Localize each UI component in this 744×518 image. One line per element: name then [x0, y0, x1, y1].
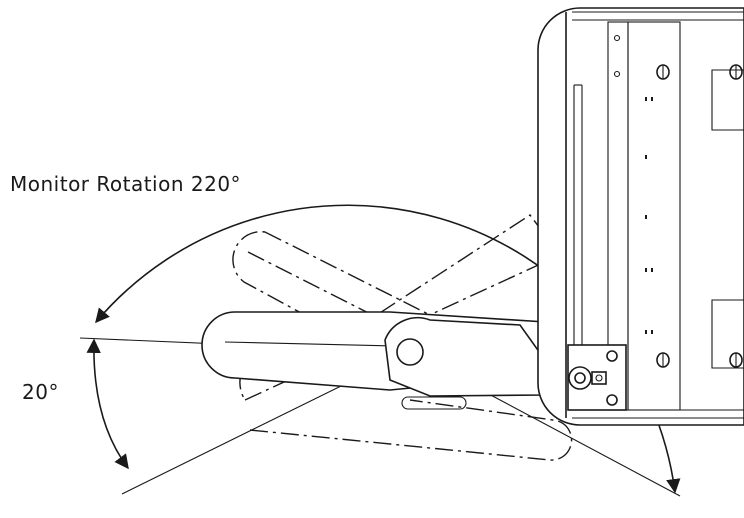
monitor-body	[537, 7, 744, 426]
clip-bottom-left	[656, 352, 670, 368]
pivot-knuckle	[384, 316, 546, 410]
clip-bottom-right	[729, 352, 743, 368]
mount-plate	[567, 344, 627, 411]
rotation-label: Monitor Rotation 220°	[10, 172, 242, 196]
slot-marks	[645, 97, 653, 334]
clip-top-right	[729, 64, 743, 80]
tilt-arc	[86, 338, 129, 470]
tilt-label: 20°	[22, 380, 59, 404]
clip-top-left	[656, 64, 670, 80]
